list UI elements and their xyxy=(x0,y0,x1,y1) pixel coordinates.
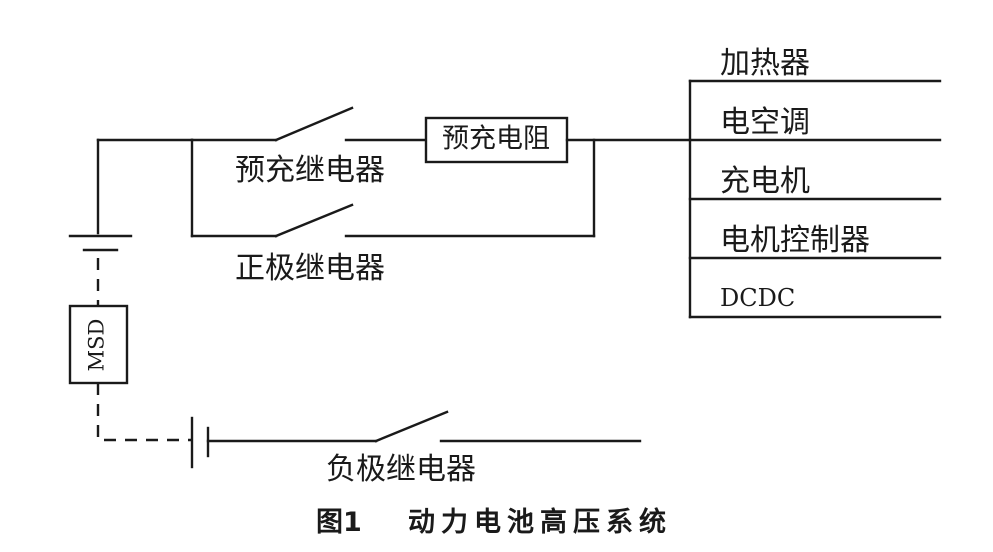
negative-relay-label: 负极继电器 xyxy=(326,452,476,487)
load-label-heater: 加热器 xyxy=(720,46,810,81)
load-label-motor-controller: 电机控制器 xyxy=(720,223,870,258)
figure-number: 图1 xyxy=(316,507,362,538)
positive-relay-label: 正极继电器 xyxy=(235,251,385,286)
dashed-link-lower xyxy=(96,383,192,442)
load-label-charger: 充电机 xyxy=(720,164,810,199)
msd-box xyxy=(68,304,129,385)
figure-title: 动力电池高压系统 xyxy=(408,506,672,538)
positive-relay-blade xyxy=(274,203,354,238)
msd-label: MSD xyxy=(85,319,109,372)
precharge-resistor-label: 预充电阻 xyxy=(442,124,550,155)
load-label-air-conditioner: 电空调 xyxy=(720,105,810,140)
precharge-resistor-box xyxy=(424,116,569,164)
load-label-dcdc: DCDC xyxy=(720,284,795,312)
precharge-relay-label: 预充继电器 xyxy=(235,153,385,188)
negative-relay-blade xyxy=(374,410,449,443)
precharge-relay-blade xyxy=(274,106,354,142)
